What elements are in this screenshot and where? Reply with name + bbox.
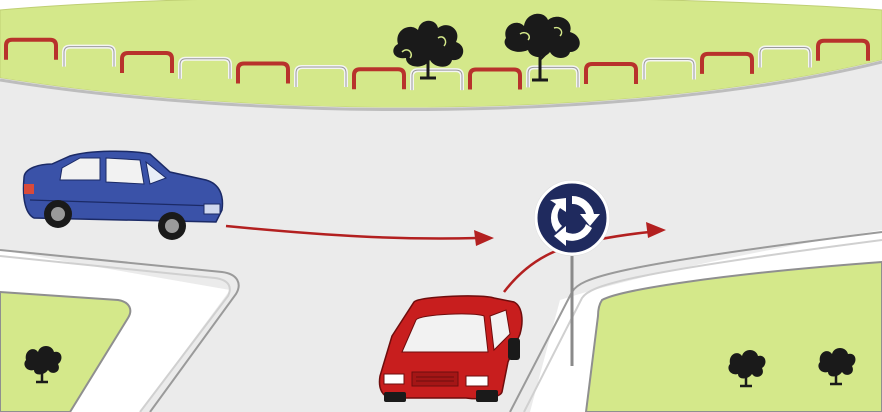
intersection-scene xyxy=(0,0,882,412)
